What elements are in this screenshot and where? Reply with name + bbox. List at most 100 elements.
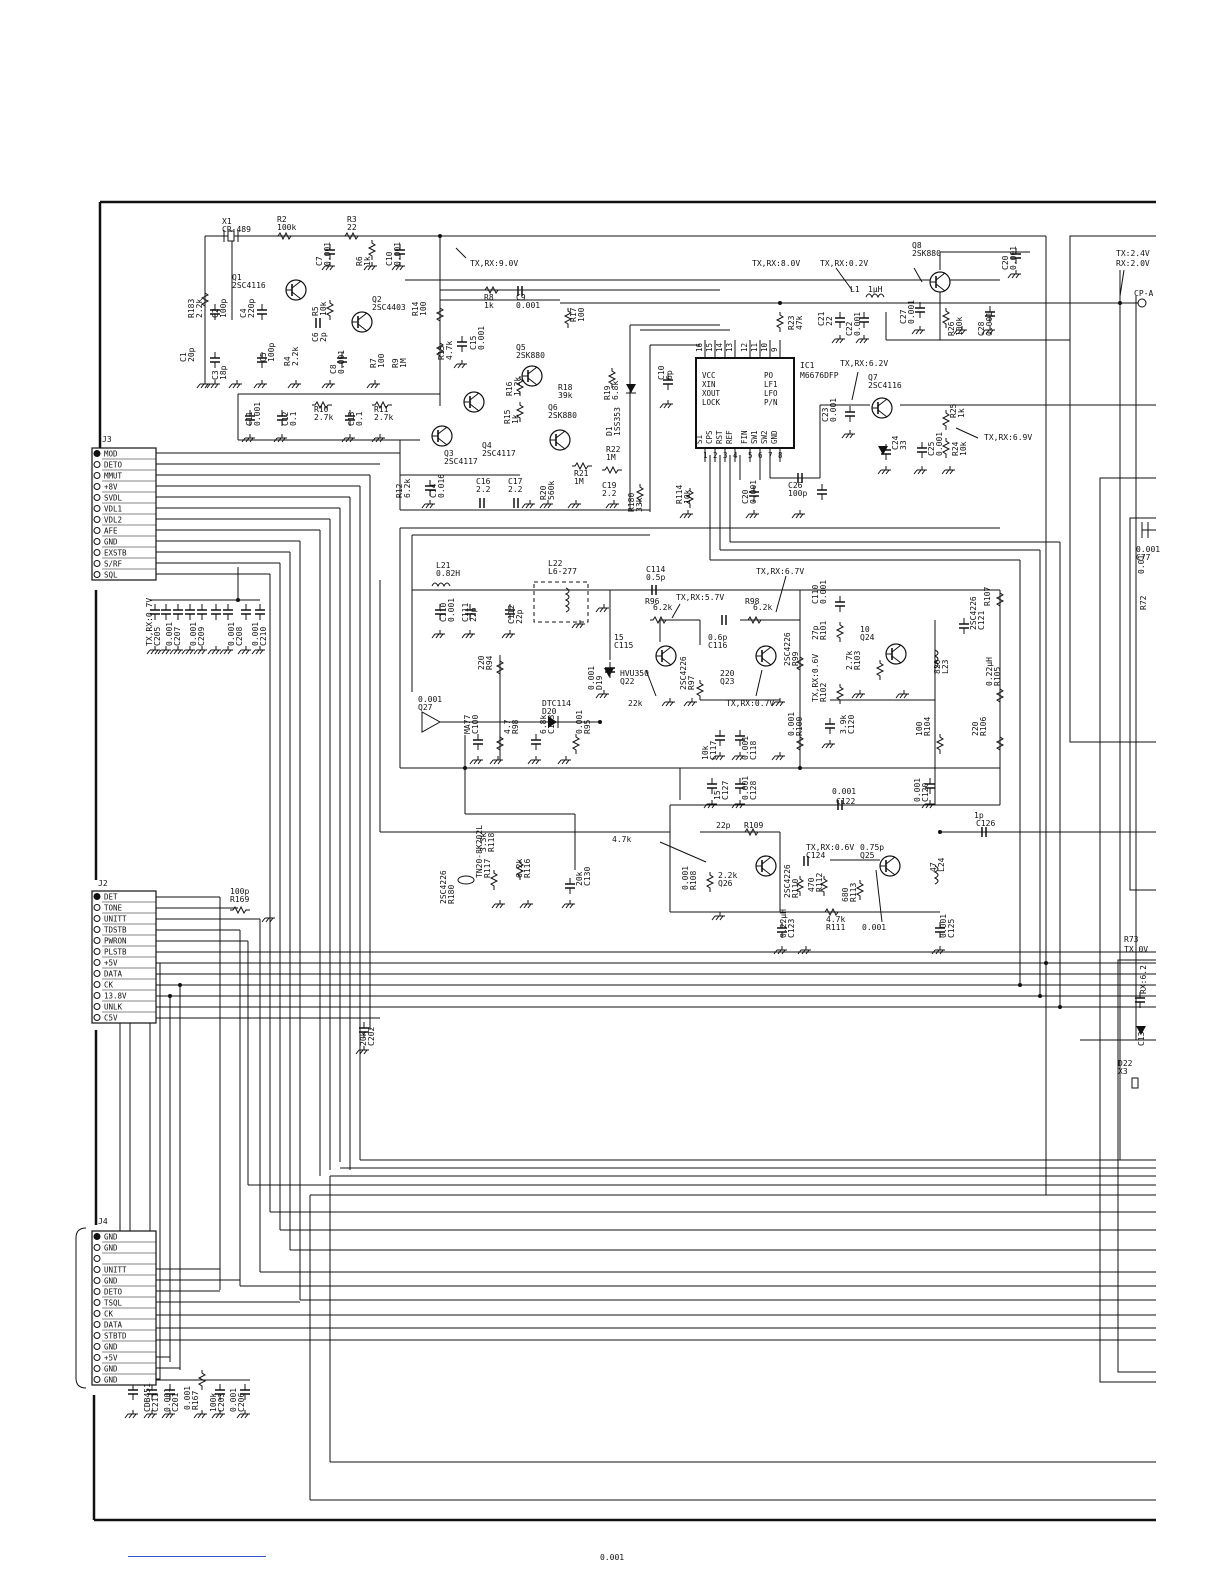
component-label: 10k xyxy=(683,489,692,504)
component-label: 4.7 xyxy=(503,719,512,734)
component-label: 2.2k xyxy=(718,871,737,880)
connector-pin-dot xyxy=(93,494,101,501)
component-label: R109 xyxy=(744,821,763,830)
component-label: C120 xyxy=(921,783,930,802)
connector-pin-dot xyxy=(93,893,101,900)
component-label: R108 xyxy=(689,871,698,890)
component-label: C1 xyxy=(179,352,188,362)
component-label: R98 xyxy=(745,597,760,606)
component-label: 0.001 xyxy=(935,432,944,456)
connector-pin-dot xyxy=(93,516,101,523)
connector-pin-label: +5V xyxy=(104,1354,118,1363)
component-label: 0.001 xyxy=(907,300,916,324)
component-label: 39k xyxy=(558,391,573,400)
right-subframe xyxy=(1069,235,1156,1383)
component-label: 0.001 xyxy=(829,398,838,422)
component-label: 33k xyxy=(635,497,644,512)
component-label: C77 xyxy=(1136,553,1151,562)
component-label: 0.001 xyxy=(251,622,260,646)
component-label: CDB451 xyxy=(143,1383,152,1412)
component-label: TX:0V xyxy=(1124,945,1148,954)
component-label: C14 xyxy=(429,483,438,498)
component-label: TX,RX:5.7V xyxy=(676,593,724,602)
component-label: C19 xyxy=(602,481,617,490)
component-label: 0.001 xyxy=(477,326,486,350)
component-label: C112 xyxy=(507,605,516,624)
component-label: 0.001 xyxy=(749,480,758,504)
component-label: Q3 xyxy=(444,449,454,458)
connector-pin-dot xyxy=(93,1354,101,1361)
component-label: X1 xyxy=(222,217,232,226)
ic1-pin-name: FIN xyxy=(740,430,749,444)
ic1-pin-xin: XIN xyxy=(702,380,716,389)
ic1-pin-name: S1 xyxy=(695,435,704,444)
component-label: C206 xyxy=(237,1393,246,1412)
component-label: R94 xyxy=(485,655,494,670)
ic1-pin-number: 12 xyxy=(740,343,749,352)
component-label: TX,RX:6.9V xyxy=(984,433,1032,442)
component-label: 2SC4117 xyxy=(444,457,478,466)
component-label: C205 xyxy=(153,627,162,646)
connector-pin-dot xyxy=(93,483,101,490)
component-label: 6p xyxy=(665,370,674,380)
component-label: 2.2 xyxy=(508,485,523,494)
component-label: 6.8k xyxy=(611,381,620,400)
component-label: 2SC4116 xyxy=(868,381,902,390)
component-label: 22 xyxy=(825,316,834,326)
connector-pin-dot xyxy=(93,1288,101,1295)
connector-j4: J4 GNDGNDUNITTGNDDETOTSQLCKDATASTBTDGND+… xyxy=(75,1217,157,1389)
component-label: C118 xyxy=(749,741,758,760)
component-label: 0.001 xyxy=(853,312,862,336)
component-label: R19 xyxy=(603,385,612,400)
component-label: 2SC4226 xyxy=(783,864,792,898)
component-label: C23 xyxy=(821,407,830,422)
component-label: Q27 xyxy=(418,703,433,712)
component-label: R22 xyxy=(606,445,621,454)
component-label: R118 xyxy=(487,833,496,852)
component-label: R72 xyxy=(1139,595,1148,610)
connector-pin-label: DETO xyxy=(104,461,123,470)
component-label: C128 xyxy=(749,781,758,800)
component-label: R107 xyxy=(983,587,992,606)
component-label: 1k xyxy=(957,408,966,418)
connector-pin-dot xyxy=(93,1299,101,1306)
connector-pin-label: VDL1 xyxy=(104,505,122,514)
component-label: 220 xyxy=(971,721,980,736)
connector-pin-label: AFE xyxy=(104,527,118,536)
ic1-pin-name: REF xyxy=(725,430,734,444)
ic1-pin-name: GND xyxy=(770,430,779,444)
component-label: 0.75p xyxy=(860,843,884,852)
ic1-pin-xout: XOUT xyxy=(702,389,721,398)
connector-pin-label: PLSTB xyxy=(104,948,127,957)
component-label: R97 xyxy=(687,675,696,690)
component-label: L24 xyxy=(937,857,946,872)
component-label: Q8 xyxy=(912,241,922,250)
component-label: D1 xyxy=(605,426,614,436)
component-label: Q25 xyxy=(860,851,875,860)
component-label: R117 xyxy=(483,859,492,878)
component-label: 2SK880 xyxy=(516,351,545,360)
component-label: HVU350 xyxy=(620,669,649,678)
component-label: 100k xyxy=(955,317,964,336)
component-label: 0.001 xyxy=(183,1386,192,1410)
connector-pin-dot xyxy=(93,1266,101,1273)
component-label: Q5 xyxy=(516,343,526,352)
connector-pin-label: DETO xyxy=(104,1288,123,1297)
ic1-pin-name: SW1 xyxy=(750,430,759,444)
component-label: 1k xyxy=(484,301,494,310)
component-label: C210 xyxy=(259,627,268,646)
connector-pin-label: C5V xyxy=(104,1014,118,1023)
component-label: Q23 xyxy=(720,677,735,686)
component-label: C202 xyxy=(367,1027,376,1046)
component-label: R114 xyxy=(675,485,684,504)
component-label: R4 xyxy=(283,356,292,366)
component-label: 220 xyxy=(477,655,486,670)
component-label: Q26 xyxy=(718,879,733,888)
component-label: 2.2 xyxy=(602,489,617,498)
component-label: 820 xyxy=(933,659,942,674)
connector-pin-dot xyxy=(93,472,101,479)
component-label: R7 xyxy=(369,358,378,368)
ic1-pin-lock: LOCK xyxy=(702,398,721,407)
component-label: C15 xyxy=(469,335,478,350)
